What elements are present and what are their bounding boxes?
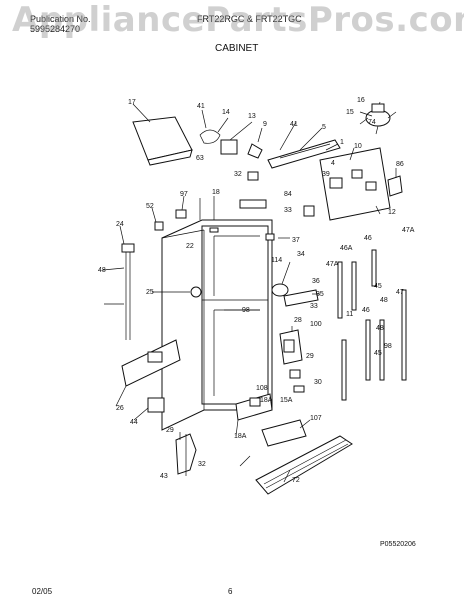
callout-47: 47 <box>396 289 404 296</box>
callout-98b: 98 <box>384 343 392 350</box>
callout-18A-a: 18A <box>260 397 273 404</box>
callout-47A-top: 47A <box>402 227 415 234</box>
part-cabinet <box>161 219 273 431</box>
callout-33b: 33 <box>310 303 318 310</box>
callout-26: 26 <box>116 405 124 412</box>
callout-12: 12 <box>388 209 396 216</box>
callout-39: 39 <box>322 171 330 178</box>
leader-lines <box>102 103 397 483</box>
part-bracket-86 <box>387 175 403 197</box>
part-air-duct <box>267 139 341 169</box>
callout-48c: 48 <box>376 325 384 332</box>
callout-46-low: 46 <box>362 307 370 314</box>
callout-52a: 52 <box>146 203 154 210</box>
publication-number: 5995284270 <box>30 24 81 34</box>
callout-17: 17 <box>128 99 136 106</box>
part-bracket-43 <box>175 433 197 476</box>
part-control-panel <box>121 339 181 387</box>
callout-28: 28 <box>294 317 302 324</box>
callout-84: 84 <box>284 191 292 198</box>
callout-30: 30 <box>314 379 322 386</box>
section-title: CABINET <box>215 43 259 54</box>
part-control-assembly <box>199 129 263 159</box>
callout-45a: 45 <box>374 283 382 290</box>
callout-45b: 45 <box>374 350 382 357</box>
watermark-text: AppliancePartsPros.com <box>12 0 464 40</box>
callout-46A: 46A <box>340 245 353 252</box>
callout-41b: 41 <box>290 121 298 128</box>
callout-24: 24 <box>116 221 124 228</box>
callout-18A-b: 18A <box>234 433 247 440</box>
callout-22: 22 <box>186 243 194 250</box>
part-evaporator-fan <box>359 101 397 135</box>
callout-16: 16 <box>357 97 365 104</box>
callout-74: 74 <box>368 119 376 126</box>
part-hinge-98 <box>279 329 303 365</box>
callout-34: 34 <box>297 251 305 258</box>
callout-98a: 98 <box>242 307 250 314</box>
callout-13: 13 <box>248 113 256 120</box>
callout-35: 35 <box>316 291 324 298</box>
part-gasket-strips <box>337 249 407 401</box>
callout-33a: 33 <box>284 207 292 214</box>
callout-25: 25 <box>146 289 154 296</box>
callout-29b: 29 <box>166 427 174 434</box>
callout-48a: 48 <box>98 267 106 274</box>
model-numbers: FRT22RGC & FRT22TGC <box>197 14 302 24</box>
callout-11: 11 <box>346 311 353 318</box>
part-bracket-84 <box>239 199 267 209</box>
callout-14: 14 <box>222 109 230 116</box>
part-kickplate <box>255 435 353 495</box>
callout-63: 63 <box>196 155 204 162</box>
footer-date: 02/05 <box>32 587 53 596</box>
callout-44: 44 <box>130 419 138 426</box>
callout-15A: 15A <box>280 397 293 404</box>
callout-86: 86 <box>396 161 404 168</box>
part-bracket-108 <box>235 393 273 421</box>
publication-label: Publication No. <box>30 14 91 24</box>
part-light-cover <box>132 116 193 166</box>
callout-107: 107 <box>310 415 322 422</box>
part-clip-52 <box>154 221 164 231</box>
callout-72: 72 <box>292 477 300 484</box>
part-fitting-25 <box>190 286 202 298</box>
footer-page: 6 <box>228 587 233 596</box>
callout-15: 15 <box>346 109 354 116</box>
part-clip-97 <box>175 209 187 219</box>
callout-32a: 32 <box>234 171 242 178</box>
callout-48b: 48 <box>380 297 388 304</box>
callout-114: 114 <box>271 257 282 264</box>
callout-37: 37 <box>292 237 300 244</box>
callout-36: 36 <box>312 278 320 285</box>
part-clip-37 <box>265 233 275 241</box>
part-clip-33 <box>303 205 315 217</box>
part-clip-28 <box>289 369 301 379</box>
callout-1: 1 <box>340 139 344 146</box>
callout-32b: 32 <box>198 461 206 468</box>
callout-5: 5 <box>322 124 326 131</box>
callout-10: 10 <box>354 143 362 150</box>
callout-41a: 41 <box>197 103 205 110</box>
callout-18: 18 <box>212 189 220 196</box>
part-hinge-assembly <box>271 283 319 307</box>
part-rear-panel <box>319 147 391 221</box>
callout-47A-mid: 47A <box>326 261 339 268</box>
part-clip-32 <box>247 171 259 181</box>
callout-46-top: 46 <box>364 235 372 242</box>
callout-4: 4 <box>331 160 335 167</box>
callout-labels: 17 41 14 13 9 41 5 15 16 74 1 10 4 86 39… <box>98 97 415 484</box>
part-clip-15A <box>249 397 261 407</box>
callout-9: 9 <box>263 121 267 128</box>
callout-97: 97 <box>180 191 188 198</box>
callout-108: 108 <box>256 385 268 392</box>
callout-43: 43 <box>160 473 168 480</box>
callout-29a: 29 <box>306 353 314 360</box>
part-tube-107 <box>261 419 307 447</box>
callout-100: 100 <box>310 321 322 328</box>
part-clip-30 <box>293 385 305 393</box>
part-drain-tube <box>121 243 135 340</box>
part-fitting-44 <box>147 397 165 413</box>
diagram-code: P05520206 <box>380 541 416 548</box>
